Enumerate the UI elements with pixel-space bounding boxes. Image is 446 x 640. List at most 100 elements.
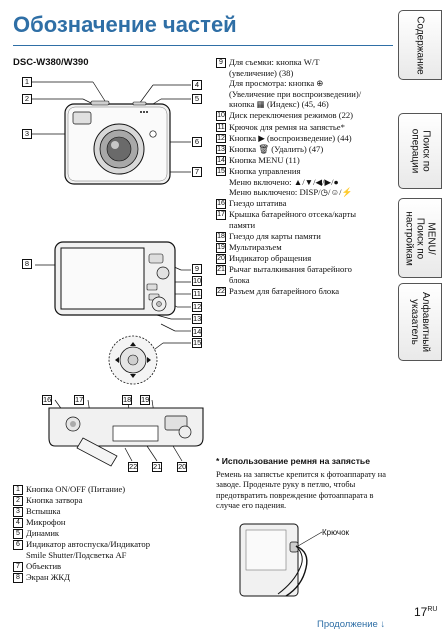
- callout-3: 3: [22, 129, 32, 139]
- callout-7: 7: [192, 167, 202, 177]
- callout-10: 10: [192, 276, 202, 286]
- list-text: Кнопка MENU (11): [229, 154, 300, 165]
- callout-17: 17: [74, 395, 84, 405]
- callout-6: 6: [192, 137, 202, 147]
- list-number: 5: [13, 529, 23, 539]
- tab-search-by-operation[interactable]: Поиск по операции: [398, 113, 442, 189]
- list-number: 19: [216, 243, 226, 253]
- camera-back-illustration: [35, 241, 191, 385]
- callout-15: 15: [192, 338, 202, 348]
- callout-22: 22: [128, 462, 138, 472]
- callout-11: 11: [192, 289, 202, 299]
- callout-2: 2: [22, 94, 32, 104]
- list-text: Мультиразъем: [229, 242, 282, 253]
- page-number: 17RU: [414, 605, 437, 619]
- tab-contents-label: Содержание: [414, 15, 426, 75]
- callout-16: 16: [42, 395, 52, 405]
- list-text: Индикатор автоспуска/Индикатор Smile Shu…: [26, 539, 151, 561]
- list-text: Гнездо штатива: [229, 198, 287, 209]
- list-text: Кнопка ▶ (воспроизведение) (44): [229, 132, 352, 143]
- callout-19: 19: [140, 395, 150, 405]
- list-number: 1: [13, 485, 23, 495]
- list-text: Крышка батарейного отсека/карты памяти: [229, 209, 357, 230]
- list-number: 21: [216, 265, 226, 275]
- callout-5: 5: [192, 94, 202, 104]
- list-text: Экран ЖКД: [26, 572, 71, 583]
- wrist-strap-note-title: * Использование ремня на запястье: [216, 456, 370, 466]
- callout-20: 20: [177, 462, 187, 472]
- list-number: 6: [13, 540, 23, 550]
- list-text: Диск переключения режимов (22): [229, 110, 354, 121]
- list-text: Гнездо для карты памяти: [229, 231, 321, 241]
- list-text: Кнопка 🗑 (Удалить) (47): [229, 143, 324, 154]
- list-number: 22: [216, 286, 226, 297]
- list-number: 7: [13, 562, 23, 572]
- callout-14: 14: [192, 327, 202, 337]
- tab-alphabetical-index[interactable]: Алфавитный указатель: [398, 283, 442, 361]
- list-text: Индикатор обращения: [229, 253, 312, 264]
- hook-label: Крючок: [322, 528, 350, 537]
- list-text: Вспышка: [26, 506, 61, 517]
- camera-bottom-illustration: [48, 399, 204, 467]
- list-number: 14: [216, 155, 226, 166]
- list-number: 18: [216, 232, 226, 242]
- list-text: Для съемки: кнопка W/T (увеличение) (38)…: [229, 57, 362, 110]
- list-text: Разъем для батарейного блока: [229, 285, 340, 296]
- tab-alphabetical-index-label: Алфавитный указатель: [409, 291, 432, 353]
- list-text: Рычаг выталкивания батарейного блока: [229, 264, 352, 285]
- page-title: Обозначение частей: [13, 12, 237, 37]
- list-number: 20: [216, 254, 226, 264]
- tab-contents[interactable]: Содержание: [398, 10, 442, 80]
- callout-8: 8: [22, 259, 32, 269]
- list-number: 17: [216, 210, 226, 220]
- tab-menu-settings-search[interactable]: MENU/Поиск по настройкам: [398, 198, 442, 278]
- callout-9: 9: [192, 264, 202, 274]
- page-number-value: 17: [414, 605, 428, 619]
- list-number: 8: [13, 573, 23, 583]
- model-label: DSC-W380/W390: [13, 57, 89, 68]
- callout-12: 12: [192, 302, 202, 312]
- callout-1: 1: [22, 77, 32, 87]
- tab-menu-settings-search-label: MENU/Поиск по настройкам: [403, 210, 437, 266]
- list-number: 11: [216, 122, 226, 133]
- list-text: Кнопка управления Меню включено: ▲/▼/◀/▶…: [229, 165, 353, 198]
- list-number: 4: [13, 518, 23, 528]
- list-text: Объектив: [26, 561, 62, 572]
- camera-front-illustration: [25, 81, 191, 185]
- list-number: 13: [216, 144, 226, 155]
- title-rule: [13, 45, 393, 46]
- list-number: 15: [216, 166, 226, 177]
- callout-13: 13: [192, 314, 202, 324]
- list-text: Динамик: [26, 528, 60, 539]
- callout-21: 21: [152, 462, 162, 472]
- tab-search-by-operation-label: Поиск по операции: [409, 128, 431, 174]
- continued-link[interactable]: Продолжение ↓: [317, 619, 386, 630]
- list-number: 3: [13, 507, 23, 517]
- list-number: 10: [216, 111, 226, 121]
- callout-18: 18: [122, 395, 132, 405]
- list-number: 2: [13, 496, 23, 506]
- list-number: 12: [216, 133, 226, 144]
